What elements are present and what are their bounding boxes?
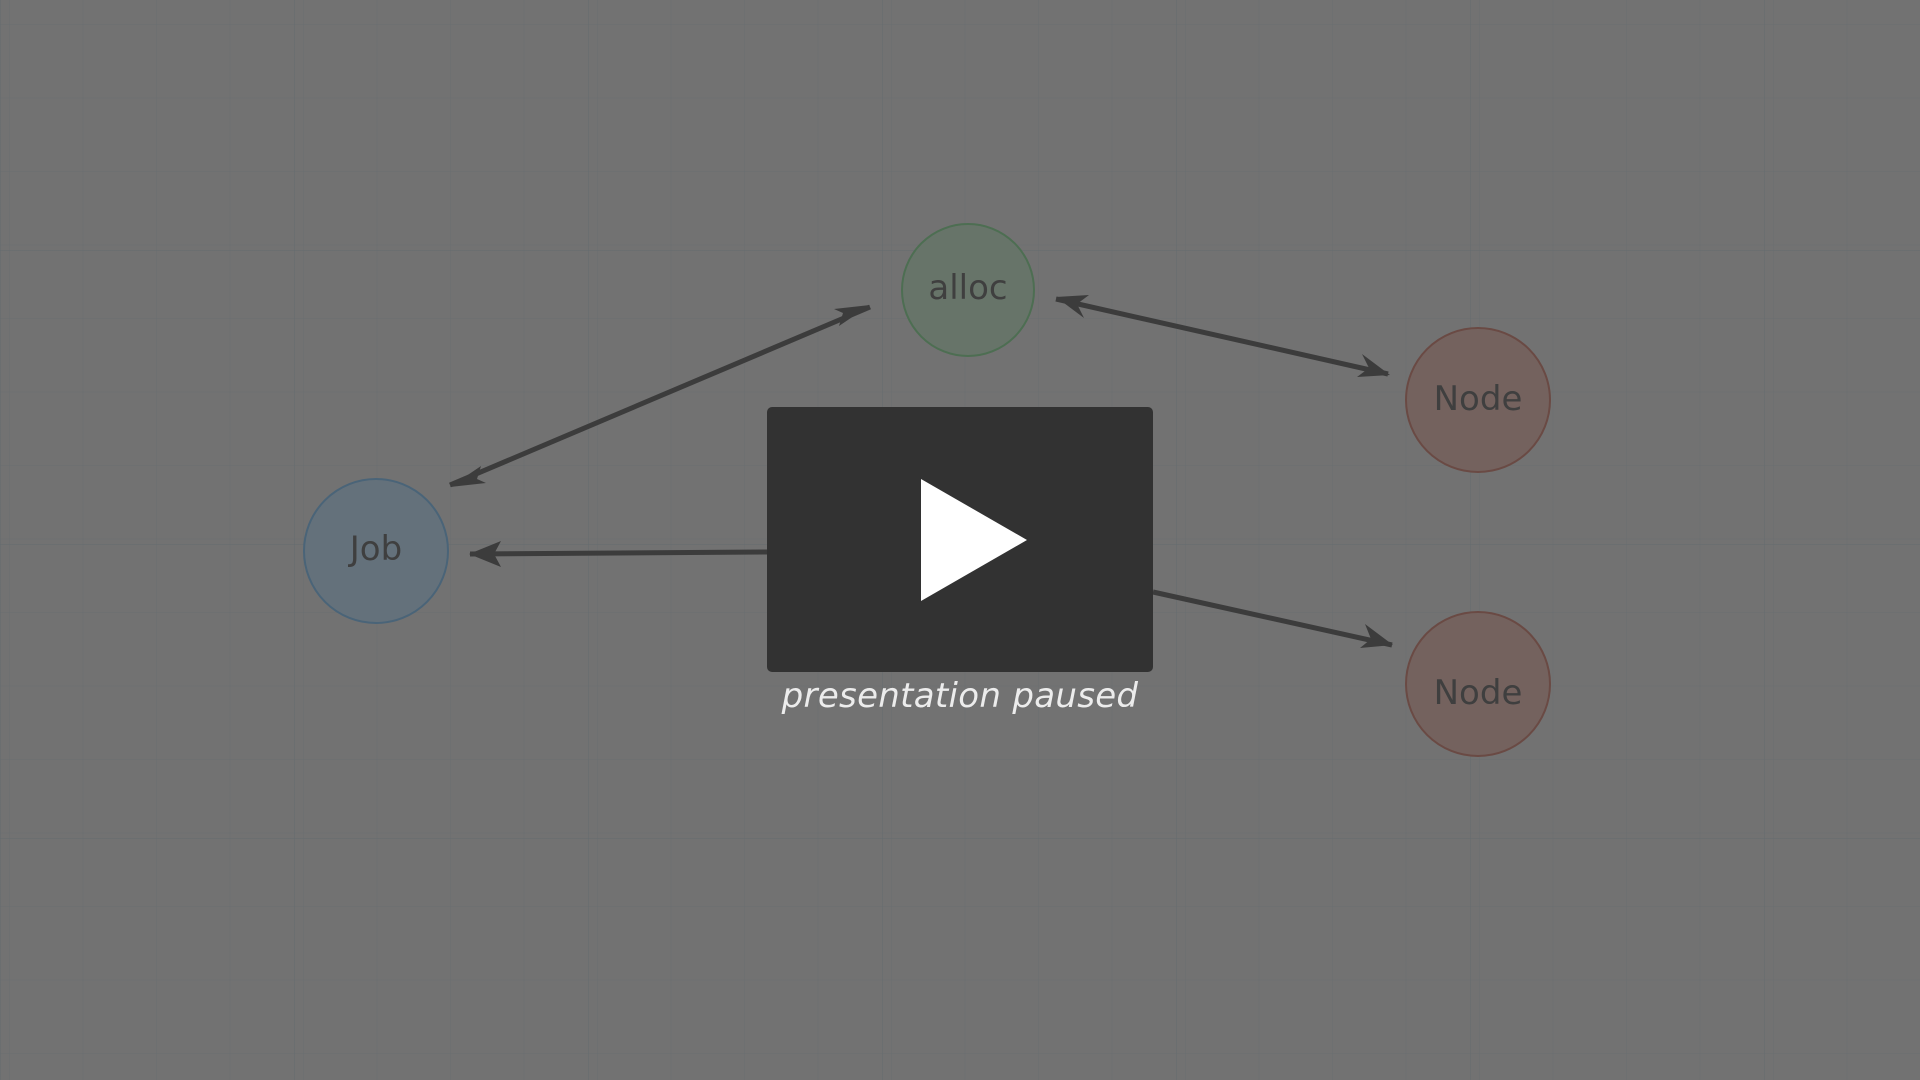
node-bottom-label: Node: [1434, 673, 1523, 713]
paused-caption: presentation paused: [781, 676, 1139, 716]
node-top-circle: [1405, 327, 1551, 473]
node-bottom[interactable]: Node: [1405, 611, 1551, 757]
node-top-label: Node: [1434, 379, 1523, 419]
node-alloc-circle: [901, 223, 1035, 357]
arrowhead-job-left-end: [469, 541, 501, 567]
node-alloc[interactable]: alloc: [901, 223, 1035, 357]
edge-center-job: [469, 549, 768, 557]
node-job-label: Job: [348, 529, 402, 569]
arrowheads: [450, 295, 1393, 648]
arrowhead-node-top-end: [1357, 354, 1390, 377]
arrowhead-node-bottom-end: [1360, 624, 1393, 648]
arrowhead-alloc-end: [834, 305, 870, 326]
edge-center-node-bottom: [1152, 589, 1393, 648]
edge-alloc-node-top: [1055, 296, 1389, 377]
node-alloc-label: alloc: [928, 268, 1007, 308]
play-icon: [921, 479, 1027, 601]
arrowhead-job-end: [450, 466, 486, 487]
edge-job-alloc: [449, 304, 871, 488]
resume-presentation-button[interactable]: [767, 407, 1153, 672]
node-job[interactable]: Job: [303, 478, 449, 624]
node-top[interactable]: Node: [1405, 327, 1551, 473]
arrowhead-alloc-right-end: [1056, 295, 1089, 318]
node-job-circle: [303, 478, 449, 624]
edges: [449, 296, 1393, 648]
node-bottom-circle: [1405, 611, 1551, 757]
